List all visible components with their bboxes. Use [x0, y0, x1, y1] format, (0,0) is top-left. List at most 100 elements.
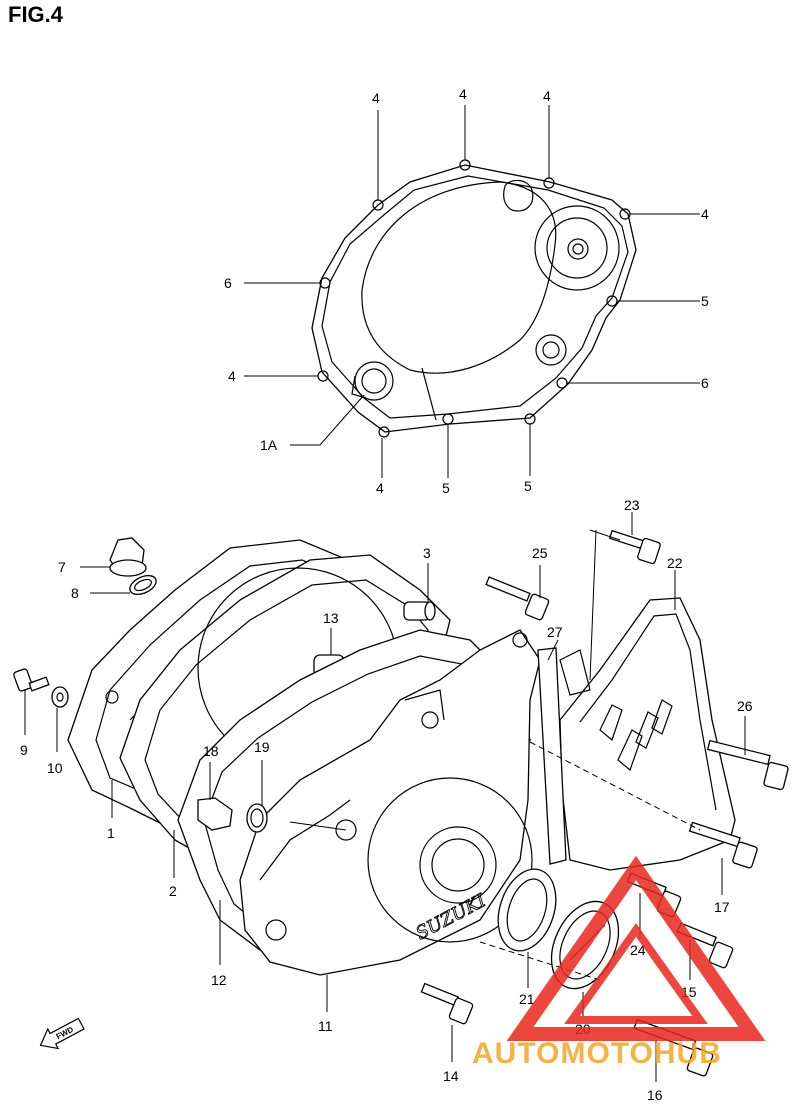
callout-2: 2: [169, 883, 177, 899]
callout-8: 8: [71, 585, 79, 601]
bolt-head: [524, 593, 550, 621]
seal-21: [497, 868, 557, 952]
cover-bracket: [559, 649, 591, 696]
callout-1: 1: [107, 825, 115, 841]
callout-22: 22: [667, 555, 683, 571]
callout-5: 5: [442, 480, 450, 496]
callout-7: 7: [58, 559, 66, 575]
bolt-hole: [421, 711, 439, 729]
bolt-shank: [706, 739, 771, 766]
generator-cover-dome: [367, 777, 533, 943]
wire-grommet: [335, 819, 357, 841]
sprocket-cover-rim: [579, 613, 717, 811]
bolt-head: [637, 537, 661, 565]
bolt-hole: [512, 632, 528, 648]
inspection-plug-center: [567, 238, 589, 260]
bolt-shank: [420, 982, 460, 1007]
bolt-head: [732, 841, 758, 869]
oil-filler-bore: [361, 368, 387, 394]
bolt-head: [763, 761, 789, 791]
oil-filler-ring: [354, 361, 394, 401]
callout-9: 9: [20, 742, 28, 758]
callout-23: 23: [624, 497, 640, 513]
generator-cover-tab: [404, 689, 445, 721]
plug-18: [197, 797, 233, 831]
callout-4: 4: [376, 480, 384, 496]
callout-4: 4: [372, 90, 380, 106]
bolt-head: [686, 1047, 714, 1077]
o-ring-outer: [246, 803, 268, 833]
assembly-lines: [479, 529, 701, 981]
boss: [265, 919, 287, 941]
callout-4: 4: [543, 88, 551, 104]
cap-base: [109, 559, 147, 577]
inspection-plug-ring: [534, 205, 620, 291]
generator-cover-opening: [419, 826, 497, 904]
callout-4: 4: [701, 206, 709, 222]
bolt-shank: [485, 576, 531, 602]
callout-labels: 4 4 4 4 5 6 4 6 1A 4 5 5 23 25 22 3 7 8 …: [20, 86, 753, 1103]
dowel-end: [424, 601, 436, 621]
fwd-arrow: FWD: [39, 1017, 85, 1050]
sprocket-cover-outline: [559, 597, 736, 871]
sprocket-cover: [559, 597, 736, 871]
bolt-23: [608, 529, 661, 565]
bolt-17: [688, 821, 758, 869]
callout-21: 21: [519, 991, 535, 1007]
callout-6: 6: [224, 275, 232, 291]
watermark: AUTOMOTOHUB: [472, 855, 766, 1070]
fwd-arrow-icon: [39, 1017, 85, 1050]
bolt-head: [13, 668, 33, 692]
callout-11: 11: [318, 1018, 333, 1034]
o-ring-inner: [134, 578, 152, 592]
dowel-pin-3: [403, 601, 436, 621]
callout-6: 6: [701, 375, 709, 391]
washer-10: [51, 686, 69, 708]
clutch-cover-flange: [321, 175, 629, 419]
bolt-26: [706, 739, 789, 791]
generator-cover-bore: [431, 838, 485, 892]
callout-17: 17: [714, 899, 730, 915]
watermark-triangle-icon: [506, 855, 766, 1041]
generator-cover: SUZUKI: [239, 629, 541, 976]
cover-vent: [651, 699, 673, 735]
seal-inner: [506, 878, 548, 942]
bolt-head: [708, 941, 734, 969]
callout-13: 13: [323, 610, 339, 626]
cover-vent: [599, 704, 623, 742]
o-ring-inner: [250, 808, 264, 828]
cover-vent: [617, 729, 643, 772]
callout-1a: 1A: [260, 437, 278, 453]
washer-outer: [51, 686, 69, 708]
plate-outline: [537, 647, 567, 865]
callout-14: 14: [443, 1068, 459, 1084]
bolt-25: [485, 576, 550, 621]
breather-boss: [503, 179, 534, 212]
generator-cover-rib: [259, 799, 351, 881]
o-ring-8: [129, 574, 157, 596]
clutch-cover-dome: [361, 181, 557, 374]
washer-inner: [56, 692, 64, 702]
bolt-head: [448, 997, 474, 1025]
callout-26: 26: [737, 698, 753, 714]
bolt-shank: [28, 676, 50, 692]
callout-4: 4: [459, 86, 467, 102]
watermark-text: AUTOMOTOHUB: [472, 1037, 722, 1070]
callout-10: 10: [47, 760, 63, 776]
watermark-inner-triangle-icon: [564, 923, 708, 1024]
boss-bore: [542, 341, 560, 359]
inspection-plug-bore: [572, 243, 584, 255]
plug-head: [197, 797, 233, 831]
bolt-hole: [105, 690, 119, 704]
callout-4: 4: [228, 368, 236, 384]
bolt-15: [676, 922, 734, 969]
bolt-hole: [378, 426, 390, 438]
oil-filler-tab: [351, 375, 367, 399]
seal-outer: [497, 868, 557, 952]
callout-25: 25: [532, 545, 548, 561]
callout-19: 19: [254, 739, 270, 755]
cover-rib: [421, 367, 437, 421]
callout-24: 24: [630, 942, 646, 958]
cover-vent: [635, 711, 659, 749]
